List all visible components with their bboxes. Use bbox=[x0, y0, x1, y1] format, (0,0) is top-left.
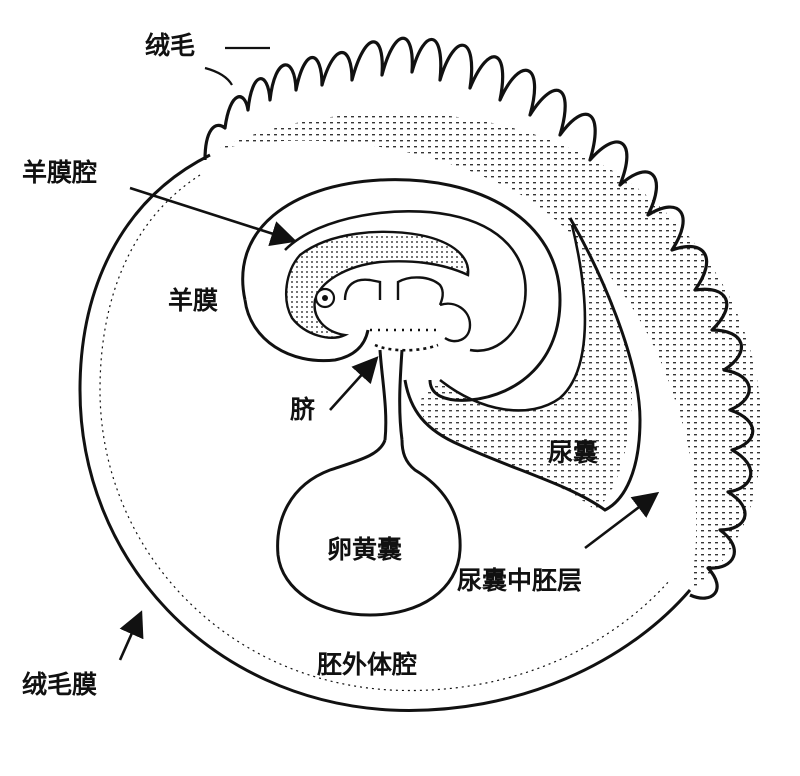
label-chorion: 绒毛膜 bbox=[22, 670, 98, 699]
label-allantois: 尿囊 bbox=[548, 438, 599, 467]
allantois-outline bbox=[403, 217, 642, 512]
allantois-inner-line bbox=[439, 224, 587, 412]
label-extraembryonic-coelom: 胚外体腔 bbox=[317, 650, 418, 679]
label-yolk-sac: 卵黄囊 bbox=[327, 535, 403, 564]
amnion-left-fold bbox=[243, 299, 370, 363]
amnion-inner bbox=[284, 210, 527, 353]
embryo-stalk-right bbox=[396, 276, 444, 306]
chorion-membrane bbox=[78, 153, 692, 712]
amniotic-cavity-arrow bbox=[129, 186, 297, 247]
embryo-body bbox=[285, 230, 470, 339]
label-amnion: 羊膜 bbox=[168, 286, 219, 315]
embryo-eye bbox=[322, 295, 328, 301]
embryo-right-loop bbox=[439, 302, 472, 343]
label-villi: 绒毛 bbox=[145, 31, 196, 60]
label-amniotic-cavity: 羊膜腔 bbox=[22, 158, 98, 187]
chorion-villi-outline bbox=[203, 36, 755, 600]
chorion-arrow bbox=[118, 610, 144, 661]
chorionic-mesoderm-band bbox=[215, 112, 762, 590]
allantoic-mesoderm-arrow bbox=[584, 491, 660, 550]
umbilicus-arrow bbox=[329, 356, 379, 411]
embryo-stalk-left bbox=[343, 278, 382, 301]
yolk-sac bbox=[276, 439, 462, 617]
amnion-outer bbox=[241, 178, 562, 402]
yolk-stalk-left bbox=[378, 349, 388, 441]
umbilical-ring bbox=[374, 343, 439, 352]
label-allantoic-mesoderm: 尿囊中胚层 bbox=[457, 566, 583, 595]
villi-leader-curve bbox=[204, 66, 233, 86]
allantoic-mesoderm-fill bbox=[420, 220, 632, 510]
yolk-stalk-right bbox=[398, 349, 404, 441]
label-umbilicus: 脐 bbox=[290, 395, 316, 424]
